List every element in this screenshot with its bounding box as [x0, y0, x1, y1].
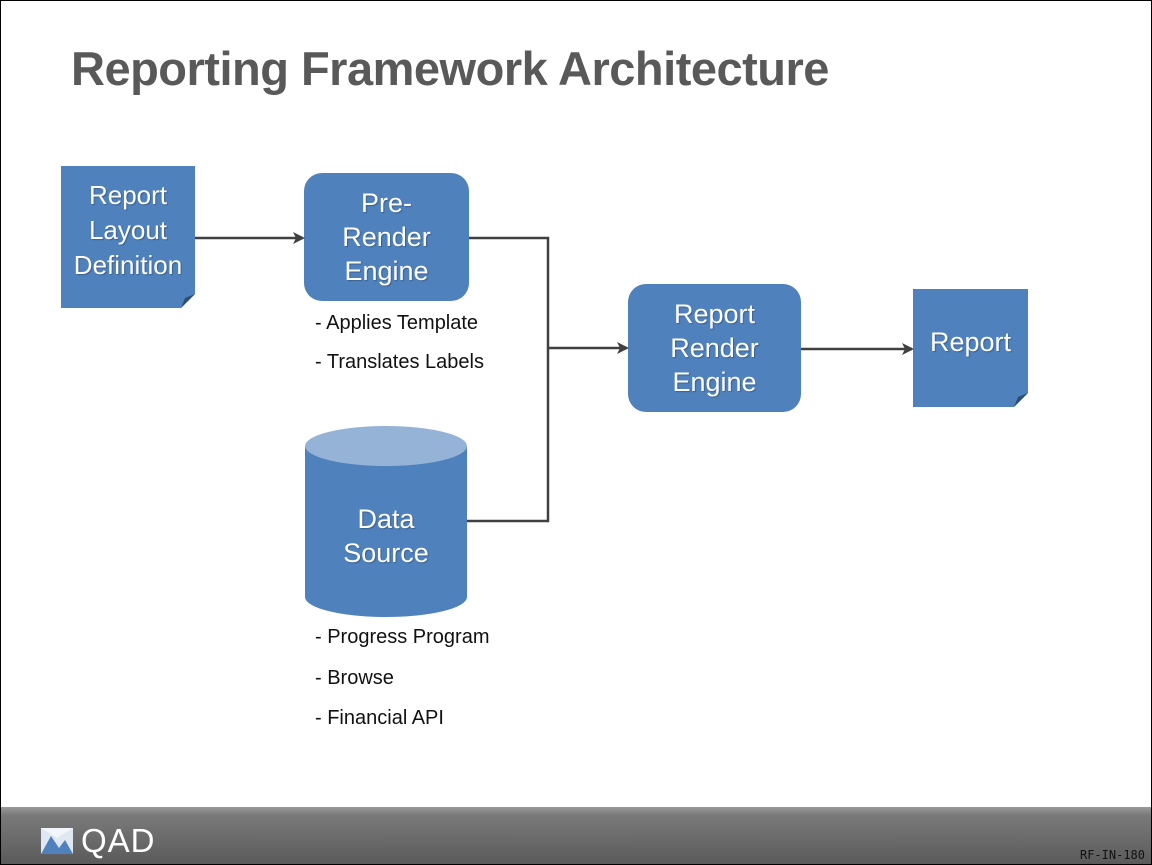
slide-code: RF-IN-180 — [1079, 848, 1145, 862]
note-progress-program: - Progress Program — [315, 626, 490, 648]
pre-render-engine-label: Pre- Render Engine — [342, 188, 431, 286]
data-source-label: Data Source — [343, 504, 429, 568]
architecture-diagram — [61, 166, 1028, 617]
footer-bar: QAD RF-IN-180 — [1, 807, 1151, 864]
note-financial-api: - Financial API — [315, 707, 444, 729]
pre-render-engine-shape — [304, 173, 469, 301]
connector-prerender-to-junction — [469, 236, 550, 348]
report-render-engine-label: Report Render Engine — [670, 299, 759, 397]
layout-definition-label: Report Layout Definition — [73, 179, 183, 280]
slide-title: Reporting Framework Architecture — [71, 42, 829, 95]
qad-logo: QAD — [39, 822, 156, 860]
qad-logo-icon — [41, 828, 73, 854]
note-browse: - Browse — [315, 667, 394, 689]
note-translates-labels: - Translates Labels — [315, 351, 484, 373]
report-label: Report — [929, 327, 1012, 357]
report-render-engine-shape — [628, 284, 801, 412]
connector-datasource-to-junction — [467, 348, 550, 523]
note-applies-template: - Applies Template — [315, 312, 479, 334]
layout-definition-shape — [61, 166, 195, 308]
report-shape — [913, 289, 1028, 407]
data-source-shape — [305, 426, 467, 617]
qad-logo-text: QAD — [81, 822, 156, 859]
